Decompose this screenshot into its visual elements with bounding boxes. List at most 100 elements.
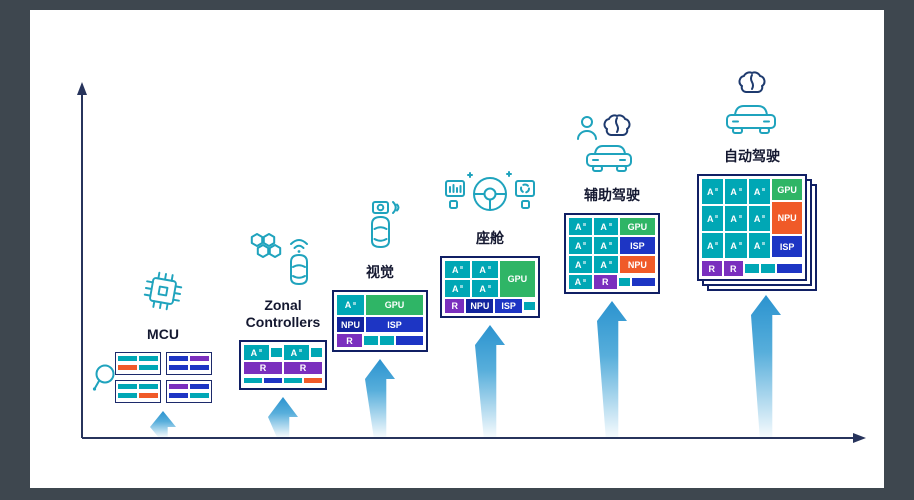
soc-row: GPU: [772, 179, 802, 200]
soc-cell-a: A: [725, 179, 747, 204]
soc-cell-mini: [189, 365, 209, 370]
dashboard-panel-icon: [445, 180, 465, 210]
soc-row: [117, 383, 158, 390]
stage-label-zonal: Zonal Controllers: [245, 297, 321, 331]
chip-tile: [165, 380, 212, 403]
soc-row: [168, 383, 209, 390]
soc-cell-mini: [138, 384, 158, 389]
soc-cell-mini: [168, 365, 188, 370]
soc-row: NPU: [772, 202, 802, 234]
soc-row: [117, 355, 158, 362]
soc-cell-mini: [168, 356, 188, 361]
soc-cell-mini: [632, 277, 655, 287]
up-arrow: [150, 411, 176, 437]
soc-cell-mini: [270, 347, 282, 358]
soc-row: [117, 392, 158, 399]
brain-icon: [603, 114, 631, 137]
soc-row: [168, 364, 209, 371]
car-camera-icon: [347, 199, 413, 260]
soc-cell-isp: ISP: [366, 317, 423, 332]
soc-cell-mini: [304, 377, 322, 384]
chip-tile: [114, 352, 161, 375]
x-axis-arrowhead: [853, 433, 866, 443]
soc-cell-mini: [117, 356, 137, 361]
wifi-icon: [392, 201, 400, 215]
soc-cell-a: A: [244, 345, 269, 360]
up-arrow: [475, 325, 505, 437]
soc-cell-mini: [395, 336, 423, 345]
soc-row: ISP: [772, 236, 802, 257]
soc-cell-r: R: [284, 362, 322, 374]
soc-cell-a: A: [445, 280, 471, 297]
cockpit-icon: [442, 167, 538, 226]
soc-cell-a: A: [725, 206, 747, 231]
soc-row: R: [337, 334, 423, 347]
soc-cell-npu: NPU: [772, 202, 802, 234]
soc-cell-a: A: [472, 261, 498, 278]
soc-cell-mini: [189, 356, 209, 361]
car-front-icon: [726, 105, 776, 135]
stage-label-cockpit: 座舱: [476, 230, 504, 247]
soc-cell-gpu: GPU: [619, 218, 655, 235]
soc-cell-a: A: [594, 237, 618, 254]
wifi-icon: [290, 239, 308, 254]
soc-cell-a: A: [445, 261, 471, 278]
magnifier-icon: [91, 361, 119, 397]
soc-cell-a: A: [702, 206, 724, 231]
stage-label-vision: 视觉: [366, 264, 394, 281]
soc-cell-a: A: [569, 256, 593, 273]
soc-cell-isp: ISP: [495, 299, 523, 313]
soc-row: [244, 376, 322, 385]
soc-cell-a: A: [748, 179, 771, 204]
canvas: MCU: [30, 10, 884, 488]
car-hexagons-icon: [245, 230, 321, 293]
car-front-icon: [586, 145, 632, 173]
soc-cell-r: R: [337, 334, 362, 347]
soc-cell-a: A: [725, 233, 747, 258]
steering-wheel-icon: [473, 177, 507, 212]
soc-cell-npu: NPU: [337, 317, 365, 332]
chip-tile: [165, 352, 212, 375]
soc-cell-a: A: [284, 345, 309, 360]
soc-cell-mini: [117, 393, 137, 398]
soc-cell-r: R: [244, 362, 282, 374]
soc-cell-a: A: [569, 237, 593, 254]
soc-row: [168, 355, 209, 362]
dashboard-panel-icon: [515, 180, 535, 210]
soc-cell-a: A: [702, 233, 724, 258]
soc-cell-a: A: [472, 280, 498, 297]
soc-cell-mini: [618, 277, 631, 287]
growth-axes: [77, 82, 866, 443]
soc-cell-gpu: GPU: [366, 295, 423, 315]
soc-cell-mini: [117, 384, 137, 389]
soc-cell-a: A: [594, 218, 618, 235]
stage-label-mcu: MCU: [147, 326, 179, 343]
up-arrow: [597, 301, 627, 437]
mcu-chip-cluster: [92, 352, 212, 403]
soc-cell-a: A: [337, 295, 365, 315]
chip-tile: [114, 380, 161, 403]
camera-icon: [372, 201, 389, 215]
soc-cell-mini: [168, 393, 188, 398]
soc-cell-mini: [189, 384, 209, 389]
soc-row: [168, 392, 209, 399]
car-brain-icon: [716, 67, 788, 144]
soc-cell-mini: [264, 377, 282, 384]
